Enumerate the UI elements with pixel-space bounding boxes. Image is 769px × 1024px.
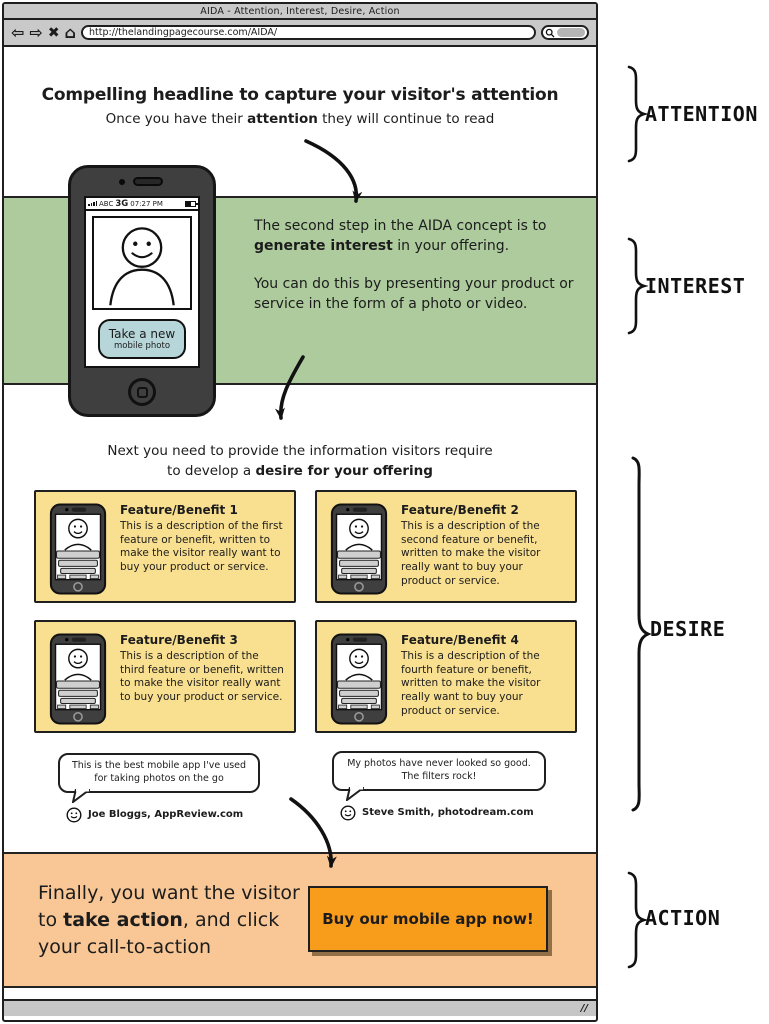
interest-copy: The second step in the AIDA concept is t… — [254, 218, 574, 312]
testimonial-2: My photos have never looked so good. The… — [332, 751, 546, 821]
home-icon[interactable]: ⌂ — [64, 22, 76, 42]
phone-screen: ABC 3G 07:27 PM — [84, 196, 200, 368]
feature-card-2: Feature/Benefit 2 This is a description … — [315, 490, 577, 603]
page-headline: Compelling headline to capture your visi… — [41, 85, 559, 105]
feature-title: Feature/Benefit 4 — [401, 633, 519, 647]
feature-text: This is a description of the third featu… — [120, 650, 284, 703]
take-photo-label-1: Take a new — [108, 327, 176, 341]
browser-toolbar: ⇦ ⇨ ✖ ⌂ http://thelandingpagecourse.com/… — [4, 20, 596, 47]
feature-text: This is a description of the first featu… — [120, 520, 283, 573]
attention-brace — [627, 65, 648, 163]
feature-title: Feature/Benefit 3 — [120, 633, 238, 647]
take-photo-button[interactable]: Take a new mobile photo — [98, 319, 186, 359]
back-icon[interactable]: ⇦ — [11, 22, 25, 42]
buy-app-button[interactable]: Buy our mobile app now! — [308, 886, 548, 952]
action-copy: Finally, you want the visitor to take ac… — [38, 882, 300, 958]
smiley-icon — [340, 805, 356, 821]
desire-intro: Next you need to provide the information… — [107, 443, 493, 480]
feature-text: This is a description of the second feat… — [401, 520, 541, 587]
phone-statusbar: ABC 3G 07:27 PM — [86, 198, 198, 211]
feature-text: This is a description of the fourth feat… — [401, 650, 541, 717]
stop-icon[interactable]: ✖ — [47, 24, 60, 41]
photo-preview — [92, 216, 192, 310]
feature-card-3: Feature/Benefit 3 This is a description … — [34, 620, 296, 733]
network-label: 3G — [115, 198, 129, 209]
search-field-blob — [557, 28, 585, 37]
interest-label: INTEREST — [645, 274, 746, 298]
url-input[interactable]: http://thelandingpagecourse.com/AIDA/ — [81, 25, 536, 40]
desire-brace — [631, 456, 652, 812]
phone-speaker — [133, 177, 163, 186]
person-photo-icon — [109, 227, 175, 306]
action-brace — [627, 871, 648, 969]
feature-card-1: Feature/Benefit 1 This is a description … — [34, 490, 296, 603]
browser-statusbar: // — [4, 999, 596, 1016]
page-content: Compelling headline to capture your visi… — [4, 47, 596, 1016]
mini-phone-icon — [330, 503, 388, 595]
testimonial-author: Joe Bloggs, AppReview.com — [88, 809, 244, 821]
attention-label: ATTENTION — [645, 102, 758, 126]
search-icon — [545, 28, 555, 37]
mini-phone-icon — [49, 503, 107, 595]
smiley-icon — [66, 807, 82, 823]
action-band: Finally, you want the visitor to take ac… — [4, 852, 596, 988]
feature-grid: Feature/Benefit 1 This is a description … — [34, 490, 577, 733]
resize-handle-icon[interactable]: // — [580, 1003, 588, 1014]
action-label: ACTION — [645, 906, 721, 930]
speech-bubble: My photos have never looked so good. The… — [332, 751, 546, 801]
headline-subtext: Once you have their attention they will … — [105, 111, 495, 127]
battery-icon — [185, 200, 198, 207]
testimonial-1: This is the best mobile app I've used fo… — [58, 753, 260, 823]
phone-mockup: ABC 3G 07:27 PM — [68, 165, 216, 417]
browser-window: AIDA - Attention, Interest, Desire, Acti… — [2, 2, 598, 1022]
clock-label: 07:27 PM — [130, 199, 163, 208]
browser-title: AIDA - Attention, Interest, Desire, Acti… — [200, 5, 400, 17]
mini-phone-icon — [49, 633, 107, 725]
feature-card-4: Feature/Benefit 4 This is a description … — [315, 620, 577, 733]
feature-title: Feature/Benefit 2 — [401, 503, 519, 517]
bubble-tail — [346, 786, 364, 801]
take-photo-label-2: mobile photo — [113, 341, 171, 351]
signal-icon — [88, 201, 97, 206]
phone-home-button — [128, 378, 156, 406]
phone-camera-icon — [119, 179, 125, 185]
mini-phone-icon — [330, 633, 388, 725]
feature-title: Feature/Benefit 1 — [120, 503, 238, 517]
desire-label: DESIRE — [650, 617, 726, 641]
url-text: http://thelandingpagecourse.com/AIDA/ — [89, 27, 278, 38]
forward-icon[interactable]: ⇨ — [29, 22, 43, 42]
browser-titlebar: AIDA - Attention, Interest, Desire, Acti… — [4, 4, 596, 20]
speech-bubble: This is the best mobile app I've used fo… — [58, 753, 260, 803]
testimonial-author: Steve Smith, photodream.com — [362, 807, 534, 819]
bubble-tail — [72, 788, 90, 803]
interest-brace — [627, 237, 648, 335]
search-button[interactable] — [541, 25, 589, 40]
carrier-label: ABC — [99, 199, 114, 208]
